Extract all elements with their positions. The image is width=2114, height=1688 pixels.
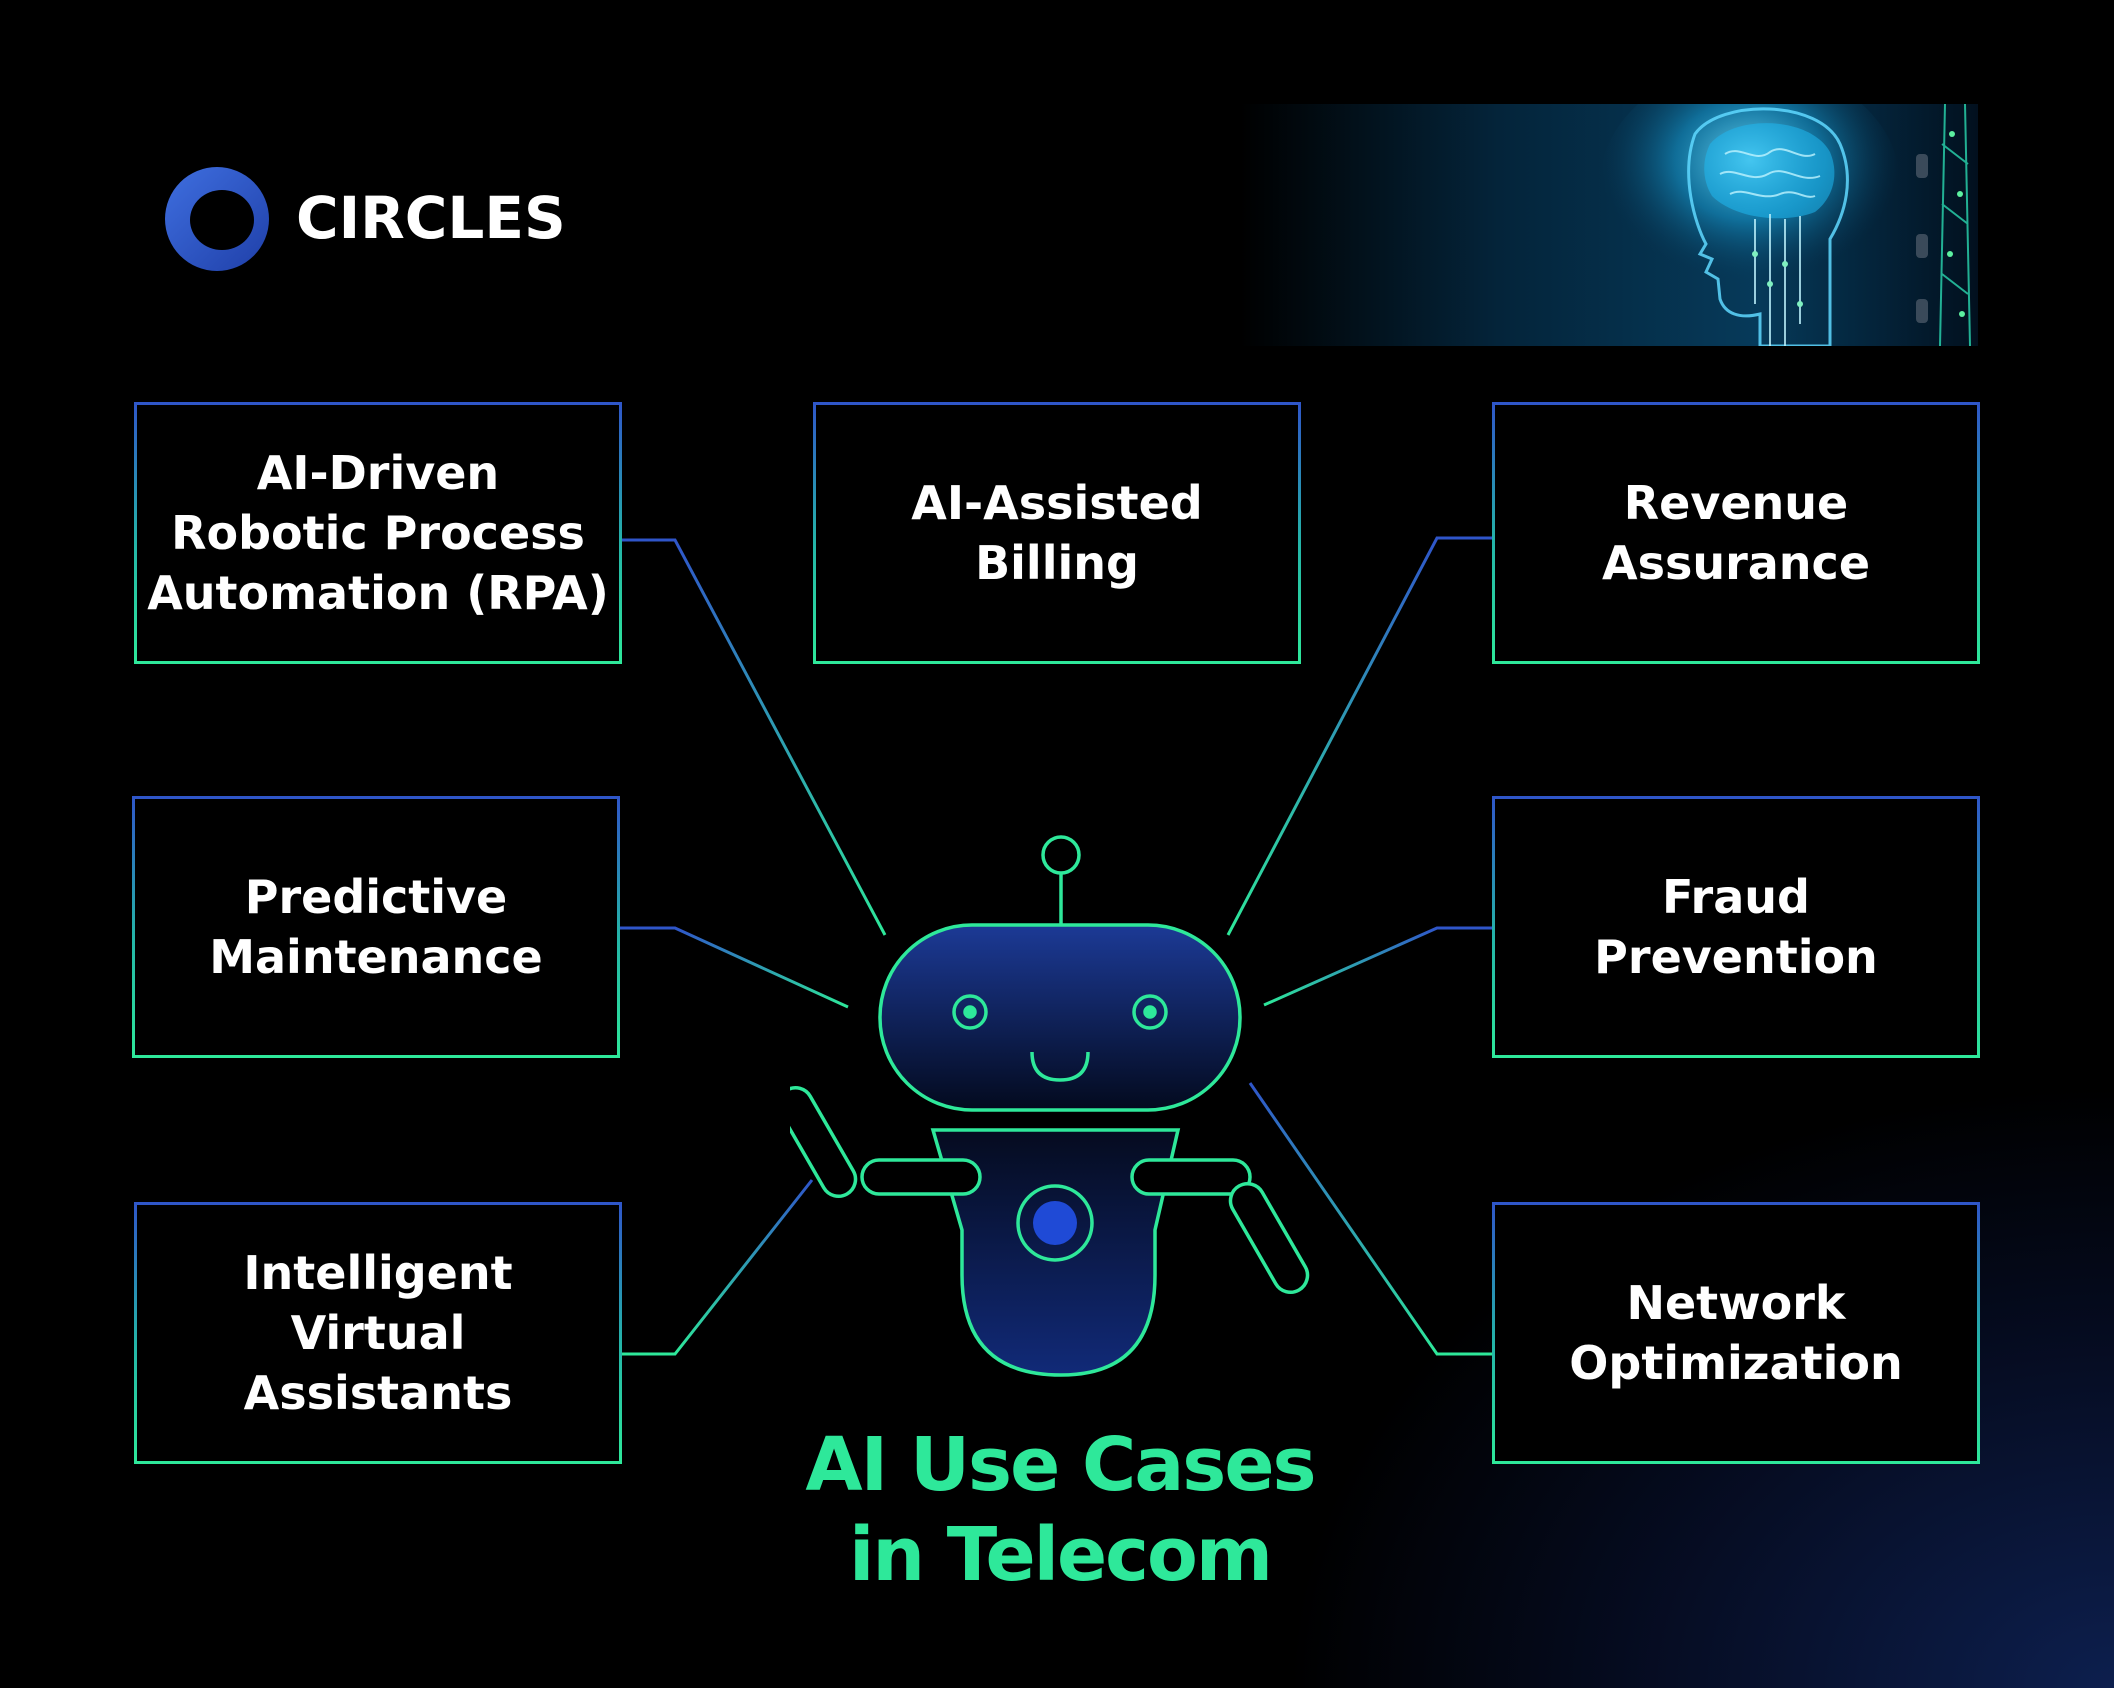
wire-revenue	[1226, 536, 1492, 936]
robot-icon	[790, 835, 1310, 1377]
brand-name: CIRCLES	[296, 184, 566, 252]
use-case-fraud-prevention: Fraud Prevention	[1492, 796, 1980, 1058]
use-case-label: AI-Driven Robotic Process Automation (RP…	[147, 446, 609, 620]
ai-brain-banner-image	[1240, 104, 1978, 346]
use-case-label: Predictive Maintenance	[209, 870, 543, 984]
use-case-label: Fraud Prevention	[1594, 870, 1878, 984]
wire-fraud	[1263, 926, 1492, 1007]
use-case-rpa: AI-Driven Robotic Process Automation (RP…	[134, 402, 622, 664]
use-case-virtual-assistants: Intelligent Virtual Assistants	[134, 1202, 622, 1464]
use-case-billing: AI-Assisted Billing	[813, 402, 1301, 664]
use-case-label: Revenue Assurance	[1601, 476, 1871, 590]
use-case-network-optimization: Network Optimization	[1492, 1202, 1980, 1464]
circles-logo-icon	[165, 167, 269, 271]
wire-rpa	[620, 538, 887, 936]
use-case-label: Intelligent Virtual Assistants	[243, 1246, 513, 1420]
use-case-predictive-maintenance: Predictive Maintenance	[132, 796, 620, 1058]
diagram-title: AI Use Cases in Telecom	[805, 1422, 1316, 1598]
use-case-label: Network Optimization	[1569, 1276, 1903, 1390]
wire-network	[1248, 1082, 1492, 1356]
wire-assistants	[620, 1179, 814, 1356]
use-case-label: AI-Assisted Billing	[911, 476, 1203, 590]
wire-maintenance	[620, 926, 849, 1009]
use-case-revenue-assurance: Revenue Assurance	[1492, 402, 1980, 664]
